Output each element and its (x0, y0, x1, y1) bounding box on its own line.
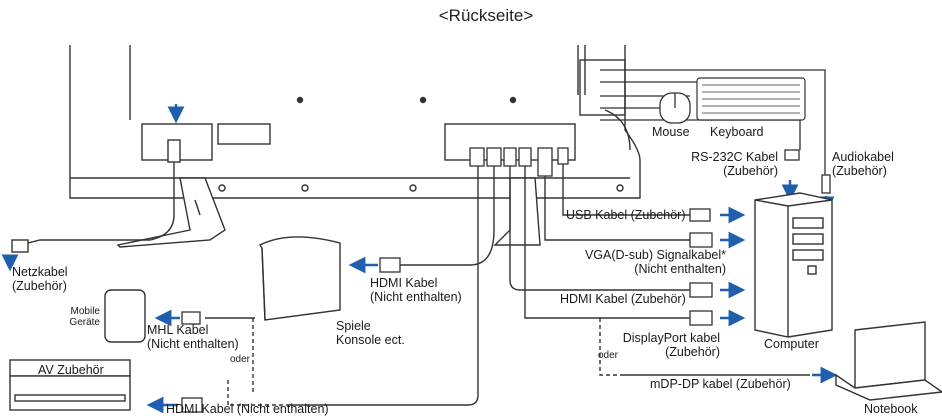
power-plug-icon (11, 239, 29, 253)
vga-port-icon (689, 232, 713, 248)
mhl-cable-label: MHL Kabel(Nicht enthalten) (147, 323, 239, 351)
monitor-stand (116, 177, 541, 248)
usb-port-icon (557, 147, 569, 165)
computer-label: Computer (764, 337, 819, 351)
mdp-cable-label: mDP-DP kabel (Zubehör) (650, 377, 791, 391)
oder-left-label: oder (230, 354, 251, 365)
computer-tower-icon (754, 192, 833, 338)
game-console-icon (258, 236, 341, 321)
mouse-label: Mouse (652, 125, 690, 139)
rs232c-cable-label: RS-232C Kabel(Zubehör) (691, 150, 778, 178)
hdmi-port-icon (486, 147, 502, 167)
audio-jack-icon (821, 174, 831, 194)
av-device-icon (9, 359, 131, 411)
hdmi-port-icon (689, 282, 713, 298)
usb-cable-label: USB Kabel (Zubehör) (566, 208, 686, 222)
hdmi-port-icon (379, 257, 401, 273)
av-device-label: AV Zubehör (38, 363, 104, 377)
displayport-cable-label: DisplayPort kabel(Zubehör) (622, 331, 720, 359)
hdmi-port-icon (181, 311, 201, 325)
hdmi-port-icon (469, 147, 485, 167)
keyboard-icon (696, 77, 806, 121)
mobile-device-icon (104, 289, 146, 343)
usb-port-icon (689, 208, 711, 222)
hdmi-port-icon (181, 397, 203, 413)
keyboard-label: Keyboard (710, 125, 764, 139)
vga-cable-label: VGA(D-sub) Signalkabel*(Nicht enthalten) (584, 248, 726, 276)
hdmi-right-label: HDMI Kabel (Zubehör) (560, 292, 686, 306)
hdmi-bottom-label: HDMI Kabel (Nicht enthalten) (166, 402, 329, 416)
oder-right-label: oder (598, 350, 619, 361)
displayport-icon (518, 147, 532, 167)
hdmi-port-icon (503, 147, 517, 167)
signal-cables (205, 164, 810, 406)
port-connectors (469, 147, 569, 177)
notebook-label: Notebook (864, 402, 918, 416)
power-cable-label: Netzkabel(Zubehör) (12, 265, 68, 293)
audio-cable-label: Audiokabel(Zubehör) (832, 150, 894, 178)
page-title: <Rückseite> (438, 6, 534, 25)
monitor-back (69, 45, 641, 199)
displayport-icon (689, 310, 713, 326)
vga-port-icon (537, 147, 553, 177)
power-cable (11, 139, 181, 253)
hdmi-mid-label: HDMI Kabel(Nicht enthalten) (370, 276, 462, 304)
notebook-icon (835, 321, 942, 401)
cable-connectors (181, 208, 713, 413)
mouse-icon (659, 92, 691, 124)
